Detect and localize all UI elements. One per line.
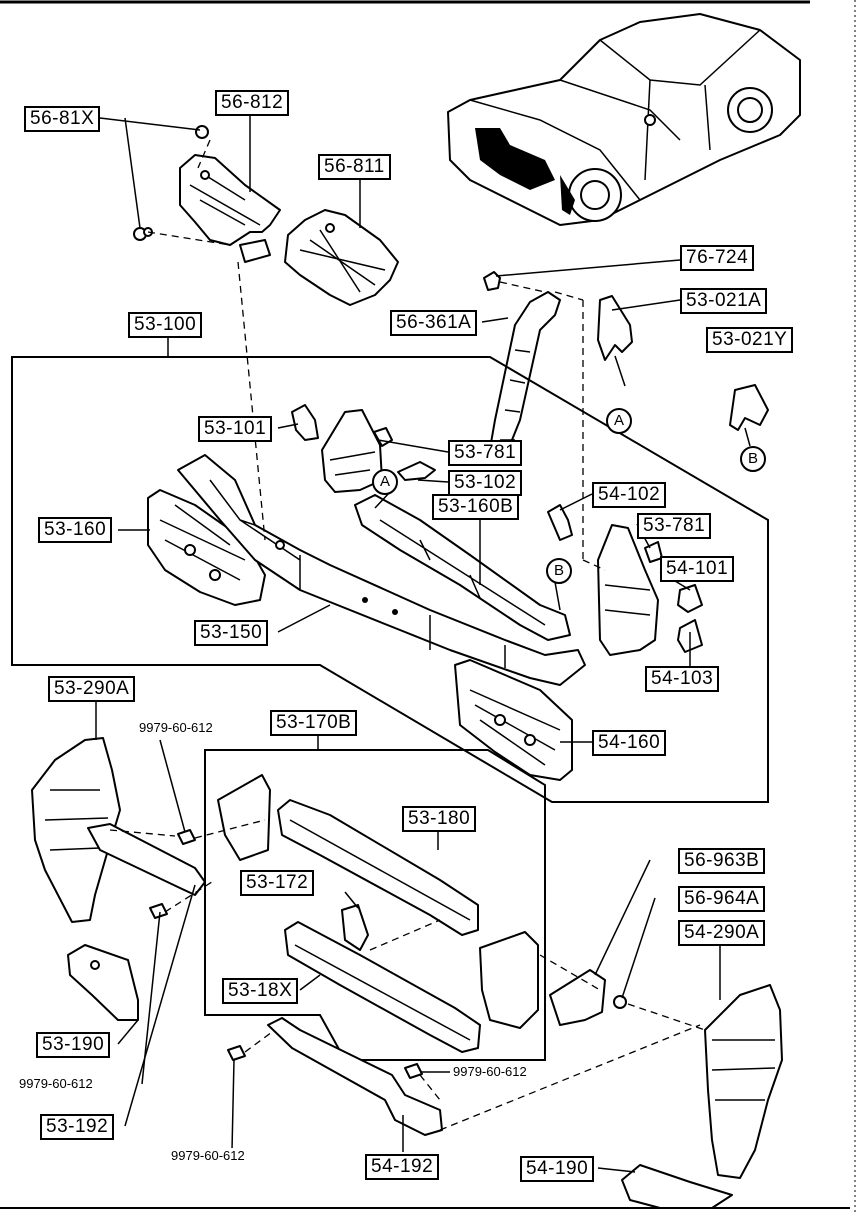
assembly-53-170b-frame — [204, 749, 546, 1061]
bolt-parts — [149, 829, 423, 1079]
part-label-56-812[interactable]: 56-812 — [215, 90, 290, 116]
part-label-53-290a[interactable]: 53-290A — [48, 676, 136, 702]
part-label-56-361a[interactable]: 56-361A — [390, 310, 478, 336]
reinforcement-53-160b — [354, 494, 571, 641]
upper-support-53-180 — [277, 799, 479, 936]
part-label-53-781-top[interactable]: 53-781 — [448, 440, 523, 466]
part-label-56-811[interactable]: 56-811 — [318, 154, 391, 180]
apron-54-290a — [704, 984, 783, 1179]
car-illustration — [447, 13, 801, 226]
part-label-54-102[interactable]: 54-102 — [592, 482, 667, 508]
part-label-53-021a[interactable]: 53-021A — [680, 288, 768, 314]
hose-part — [487, 291, 561, 466]
panel-54-160 — [454, 659, 573, 781]
part-label-53-180[interactable]: 53-180 — [402, 806, 477, 832]
part-label-54-101[interactable]: 54-101 — [660, 556, 735, 582]
part-label-76-724[interactable]: 76-724 — [680, 245, 755, 271]
marker-a-right: A — [606, 408, 632, 434]
bracket-left-inner — [217, 774, 271, 861]
dashed-assembly-lines — [109, 139, 706, 1131]
part-label-54-103[interactable]: 54-103 — [645, 666, 720, 692]
part-label-56-81x[interactable]: 56-81X — [24, 106, 101, 132]
bracket-53-102 — [397, 461, 436, 481]
part-label-53-100[interactable]: 53-100 — [128, 312, 203, 338]
part-label-53-18x[interactable]: 53-18X — [222, 978, 299, 1004]
clip-parts — [133, 125, 209, 241]
lower-support-53-18x — [284, 921, 481, 1053]
bolt-ref-left: 9979-60-612 — [18, 1076, 94, 1091]
bracket-right-inner — [479, 931, 539, 1029]
part-label-54-192[interactable]: 54-192 — [365, 1154, 440, 1180]
crossmember-53-150 — [177, 454, 586, 686]
part-label-53-101[interactable]: 53-101 — [198, 416, 273, 442]
bracket-54-101 — [677, 584, 703, 613]
bracket-53-021a — [597, 295, 633, 361]
part-label-53-172[interactable]: 53-172 — [240, 870, 315, 896]
panel-53-160 — [147, 489, 266, 606]
part-label-54-190[interactable]: 54-190 — [520, 1156, 595, 1182]
splash-shield-left — [179, 154, 281, 263]
bolt-ref-top: 9979-60-612 — [138, 720, 214, 735]
part-label-53-192[interactable]: 53-192 — [40, 1114, 115, 1140]
part-label-56-963b[interactable]: 56-963B — [678, 848, 766, 874]
part-label-53-102[interactable]: 53-102 — [448, 470, 523, 496]
bracket-56-963b — [549, 969, 606, 1026]
marker-a-mid: A — [372, 469, 398, 495]
grommet-part — [483, 271, 501, 291]
bracket-53-101 — [291, 404, 319, 441]
bracket-54-190 — [621, 1164, 733, 1209]
leader-lines — [95, 112, 751, 1173]
assembly-53-100-frame — [11, 356, 769, 803]
part-label-53-160[interactable]: 53-160 — [38, 517, 113, 543]
part-label-53-170b[interactable]: 53-170B — [270, 710, 358, 736]
marker-b-right: B — [740, 446, 766, 472]
part-label-56-964a[interactable]: 56-964A — [678, 886, 766, 912]
clip-54-102 — [547, 504, 573, 541]
clip-56-964a — [613, 995, 627, 1009]
side-panel-right — [597, 524, 659, 656]
part-label-54-290a[interactable]: 54-290A — [678, 920, 766, 946]
part-label-53-150[interactable]: 53-150 — [194, 620, 269, 646]
bolt-ref-bottom: 9979-60-612 — [170, 1148, 246, 1163]
marker-b-mid: B — [546, 558, 572, 584]
bracket-53-190 — [67, 944, 139, 1021]
part-label-53-160b[interactable]: 53-160B — [432, 494, 520, 520]
bracket-53-021y — [729, 384, 769, 431]
splash-shield-right — [284, 209, 399, 306]
part-label-53-190[interactable]: 53-190 — [36, 1032, 111, 1058]
part-label-54-160[interactable]: 54-160 — [592, 730, 667, 756]
bracket-53-172 — [341, 904, 369, 951]
part-label-53-021y[interactable]: 53-021Y — [706, 327, 794, 353]
part-label-53-781-right[interactable]: 53-781 — [637, 513, 712, 539]
bolt-ref-mid: 9979-60-612 — [452, 1064, 528, 1079]
brace-54-192 — [267, 1017, 443, 1136]
